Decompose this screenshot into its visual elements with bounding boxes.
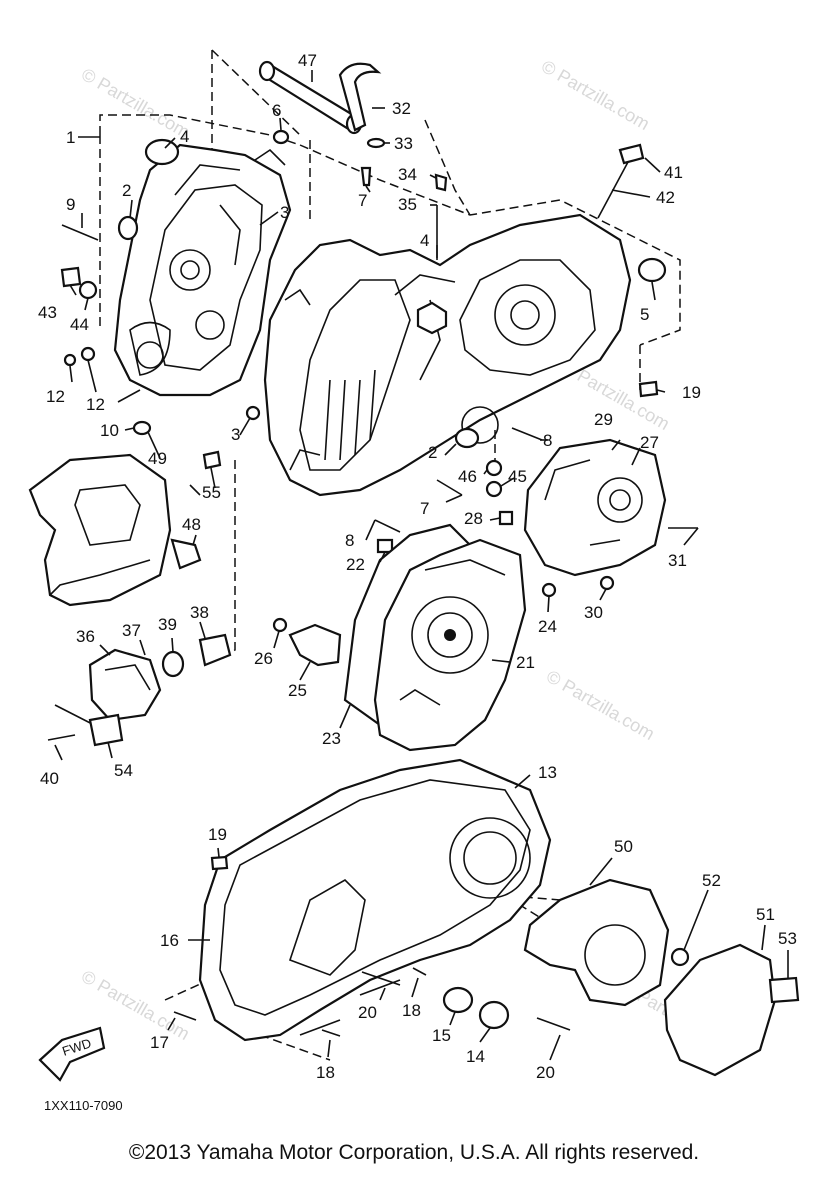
callout-9: 9 bbox=[66, 195, 75, 214]
callout-30: 30 bbox=[584, 603, 603, 622]
callout-22: 22 bbox=[346, 555, 365, 574]
callout-7: 7 bbox=[358, 191, 367, 210]
callout-54: 54 bbox=[114, 761, 133, 780]
callout-19: 19 bbox=[208, 825, 227, 844]
callout-2: 2 bbox=[428, 443, 437, 462]
callout-33: 33 bbox=[394, 134, 413, 153]
callout-26: 26 bbox=[254, 649, 273, 668]
callout-20: 20 bbox=[536, 1063, 555, 1082]
callout-43: 43 bbox=[38, 303, 57, 322]
callout-27: 27 bbox=[640, 433, 659, 452]
callout-12: 12 bbox=[46, 387, 65, 406]
callout-41: 41 bbox=[664, 163, 683, 182]
watermark: © Partzilla.com bbox=[538, 56, 653, 134]
callout-16: 16 bbox=[160, 931, 179, 950]
callout-44: 44 bbox=[70, 315, 89, 334]
diagram-code: 1XX110-7090 bbox=[44, 1098, 123, 1113]
callout-5: 5 bbox=[640, 305, 649, 324]
callout-50: 50 bbox=[614, 837, 633, 856]
callout-14: 14 bbox=[466, 1047, 485, 1066]
callout-19: 19 bbox=[682, 383, 701, 402]
callout-55: 55 bbox=[202, 483, 221, 502]
crankcase-left bbox=[113, 143, 292, 397]
leader-lines bbox=[54, 70, 789, 1061]
oil-pump-group bbox=[47, 633, 232, 747]
callout-3: 3 bbox=[231, 425, 240, 444]
air-shroud bbox=[28, 453, 202, 607]
callout-48: 48 bbox=[182, 515, 201, 534]
callout-20: 20 bbox=[358, 1003, 377, 1022]
callout-17: 17 bbox=[150, 1033, 169, 1052]
callout-4: 4 bbox=[180, 127, 189, 146]
callout-47: 47 bbox=[298, 51, 317, 70]
part-callouts: 1 2 2 3 3 4 4 5 6 7 7 8 8 9 10 12 12 13 … bbox=[38, 51, 797, 1082]
callout-23: 23 bbox=[322, 729, 341, 748]
callout-37: 37 bbox=[122, 621, 141, 640]
callout-6: 6 bbox=[272, 101, 281, 120]
callout-45: 45 bbox=[508, 467, 527, 486]
callout-10: 10 bbox=[100, 421, 119, 440]
crankcase-main bbox=[263, 213, 632, 497]
callout-34: 34 bbox=[398, 165, 417, 184]
callout-3: 3 bbox=[280, 203, 289, 222]
callout-28: 28 bbox=[464, 509, 483, 528]
callout-2: 2 bbox=[122, 181, 131, 200]
callout-18: 18 bbox=[316, 1063, 335, 1082]
callout-29: 29 bbox=[594, 410, 613, 429]
callout-38: 38 bbox=[190, 603, 209, 622]
callout-32: 32 bbox=[392, 99, 411, 118]
callout-15: 15 bbox=[432, 1026, 451, 1045]
gasket-and-cover bbox=[272, 523, 557, 752]
callout-52: 52 bbox=[702, 871, 721, 890]
callout-18: 18 bbox=[402, 1001, 421, 1020]
crankcase-cover-right bbox=[523, 438, 698, 591]
copyright-notice: ©2013 Yamaha Motor Corporation, U.S.A. A… bbox=[128, 1141, 700, 1164]
callout-8: 8 bbox=[345, 531, 354, 550]
callout-51: 51 bbox=[756, 905, 775, 924]
callout-36: 36 bbox=[76, 627, 95, 646]
callout-31: 31 bbox=[668, 551, 687, 570]
transmission-cover bbox=[173, 758, 571, 1042]
watermark: © Partzilla.com bbox=[543, 666, 658, 744]
callout-25: 25 bbox=[288, 681, 307, 700]
callout-24: 24 bbox=[538, 617, 557, 636]
callout-49: 49 bbox=[148, 449, 167, 468]
callout-35: 35 bbox=[398, 195, 417, 214]
callout-13: 13 bbox=[538, 763, 557, 782]
callout-39: 39 bbox=[158, 615, 177, 634]
callout-40: 40 bbox=[40, 769, 59, 788]
callout-42: 42 bbox=[656, 188, 675, 207]
fwd-arrow: FWD bbox=[38, 1026, 106, 1082]
callout-8: 8 bbox=[543, 431, 552, 450]
callout-4: 4 bbox=[420, 231, 429, 250]
callout-53: 53 bbox=[778, 929, 797, 948]
callout-46: 46 bbox=[458, 467, 477, 486]
watermark: © Partzilla.com bbox=[78, 64, 193, 142]
callout-1: 1 bbox=[66, 128, 75, 147]
callout-12: 12 bbox=[86, 395, 105, 414]
callout-7: 7 bbox=[420, 499, 429, 518]
clutch-covers bbox=[523, 878, 800, 1077]
callout-21: 21 bbox=[516, 653, 535, 672]
